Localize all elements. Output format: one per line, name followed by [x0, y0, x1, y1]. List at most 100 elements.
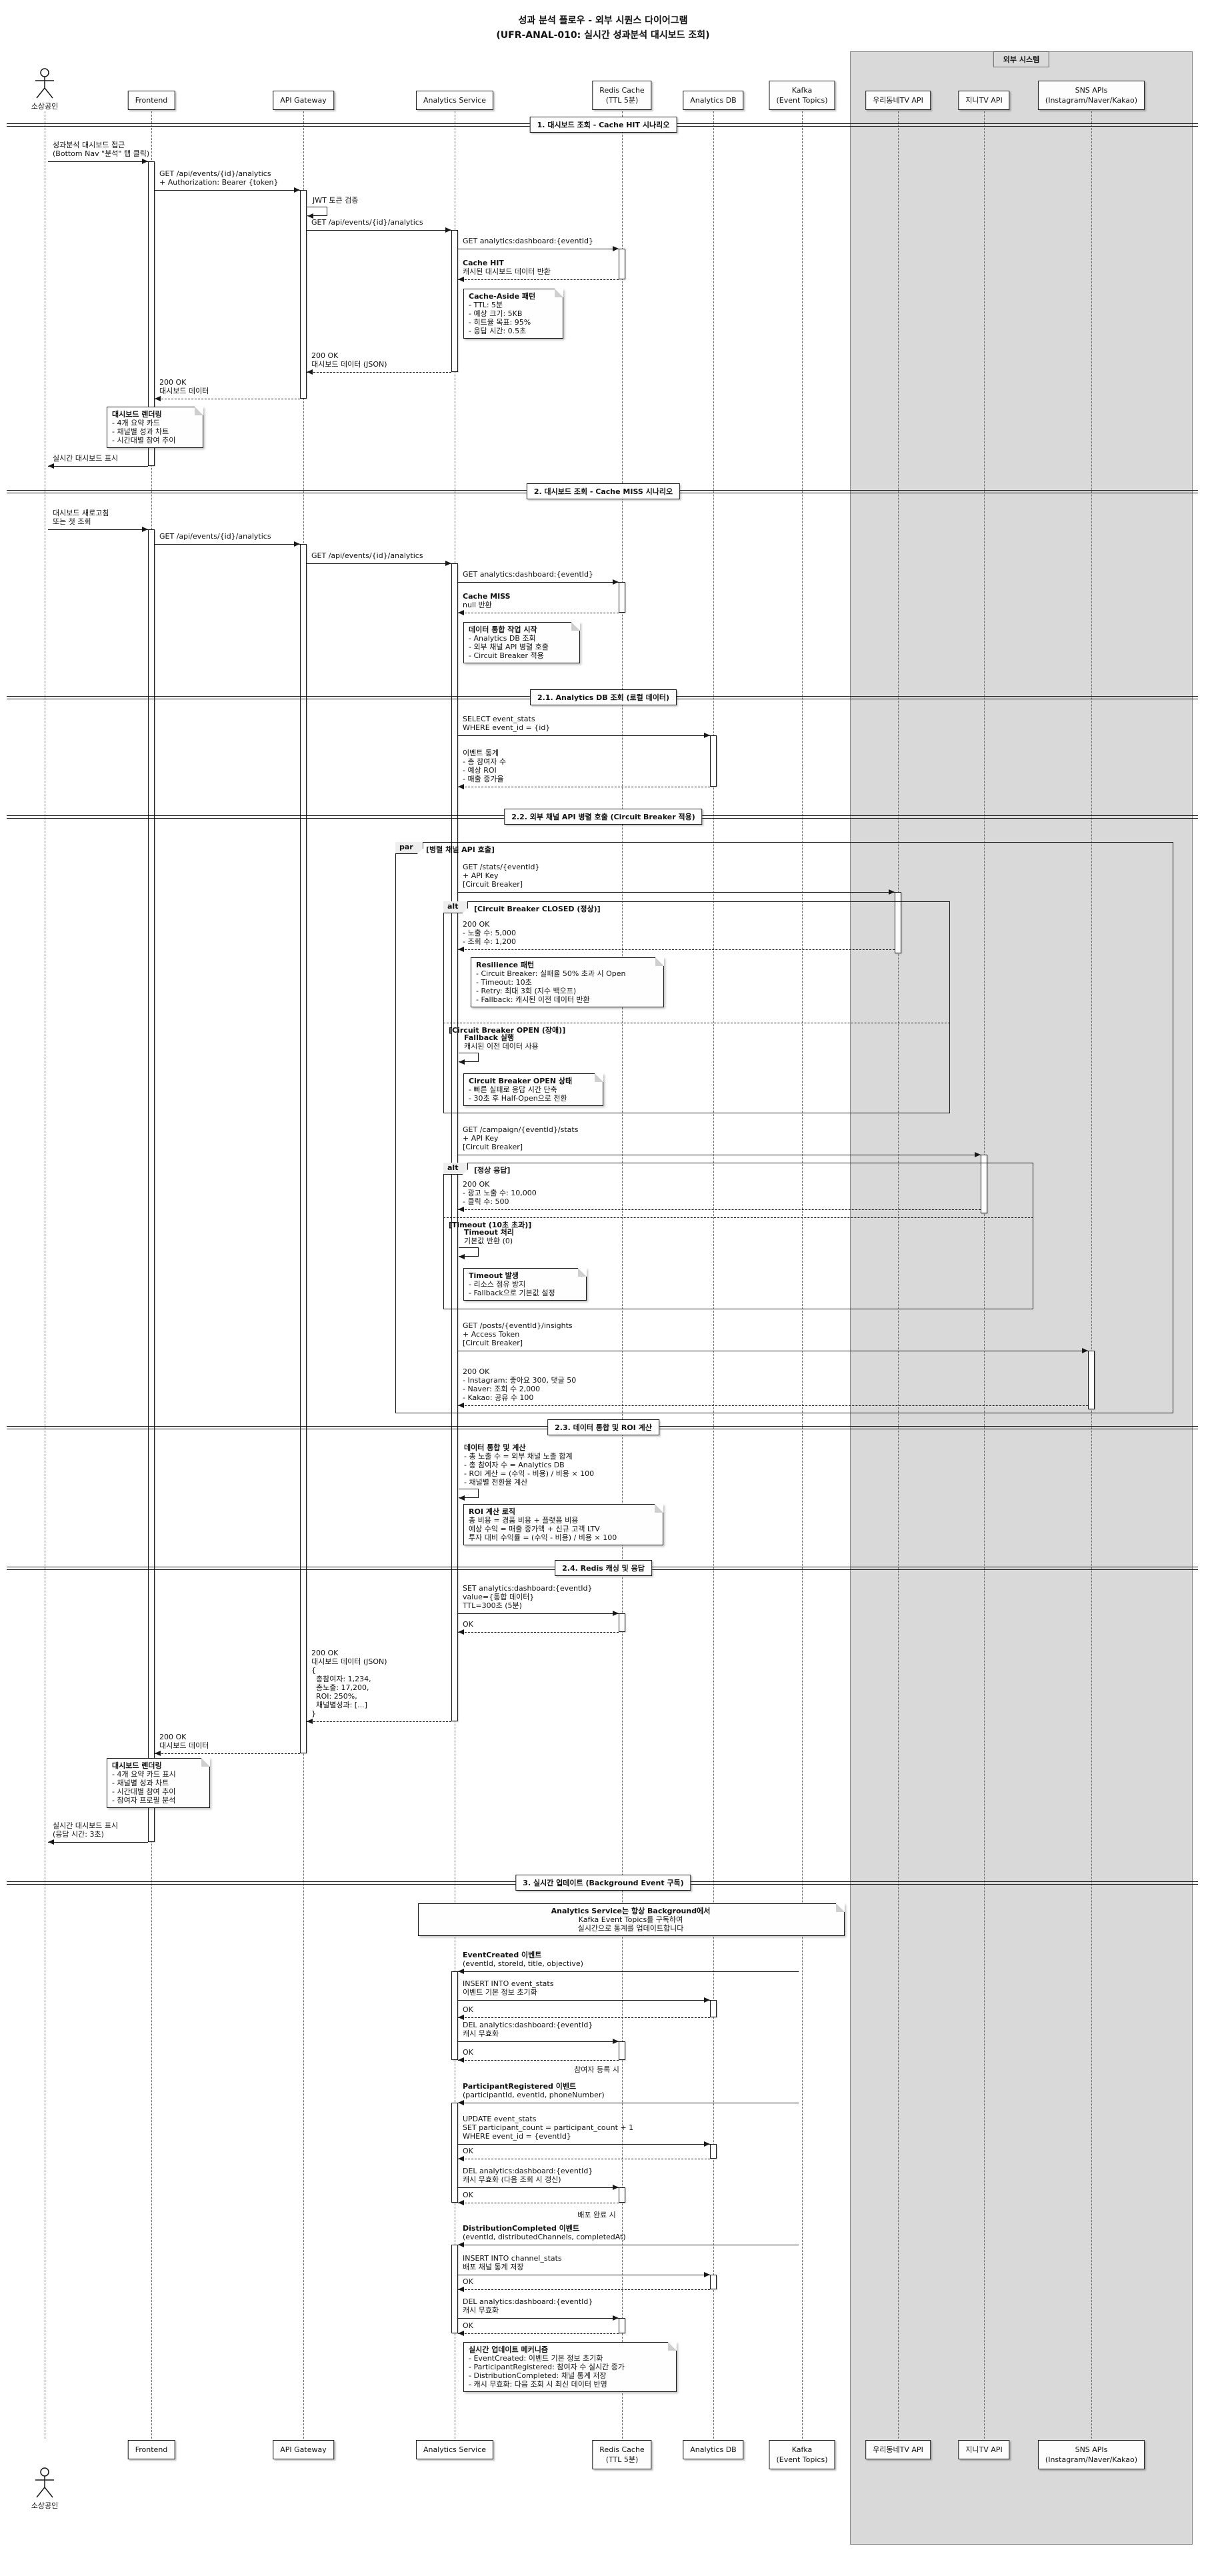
- lifeline-redis: [622, 111, 623, 2439]
- arrowhead: [458, 2242, 464, 2247]
- arrowhead: [1082, 1348, 1088, 1353]
- self-arrowhead: [459, 1059, 465, 1065]
- participant-frontend-bottom: Frontend: [127, 2440, 175, 2459]
- arrowhead: [613, 2039, 619, 2044]
- participant-genie-top: 지니TV API: [958, 91, 1010, 110]
- message-label: 200 OK 대시보드 데이터 (JSON): [311, 351, 387, 369]
- participant-redis-top: Redis Cache (TTL 5분): [592, 81, 652, 110]
- participant-frontend-top: Frontend: [127, 91, 175, 110]
- arrowhead: [704, 733, 710, 738]
- frame-condition: [Circuit Breaker CLOSED (정상)]: [474, 905, 601, 913]
- arrowhead: [458, 1629, 464, 1635]
- arrowhead: [975, 1152, 981, 1157]
- arrowhead: [613, 246, 619, 251]
- frame-tag-par: par: [395, 842, 423, 854]
- participant-woori-bottom: 우리동네TV API: [865, 2440, 931, 2459]
- note: 실시간 업데이트 메커니즘 - EventCreated: 이벤트 기본 정보 …: [463, 2342, 677, 2392]
- arrowhead: [155, 1751, 161, 1756]
- message-label: SELECT event_stats WHERE event_id = {id}: [463, 715, 551, 732]
- arrowhead: [458, 2156, 464, 2161]
- lifeline-db: [713, 111, 714, 2439]
- arrowhead: [704, 1997, 710, 2003]
- actor-label-user-top: 소상공인: [31, 102, 59, 111]
- message-label: 실시간 대시보드 표시 (응답 시간: 3초): [53, 1821, 119, 1839]
- message-line: [458, 582, 619, 583]
- arrowhead: [294, 541, 300, 547]
- message-line: [48, 161, 148, 162]
- message-line: [458, 279, 619, 280]
- section-divider-label: 3. 실시간 업데이트 (Background Event 구독): [515, 1875, 691, 1891]
- activation-redis: [619, 2318, 625, 2333]
- message-line: [458, 1405, 1088, 1406]
- message-line: [307, 372, 451, 373]
- frame-alt: [443, 1163, 1033, 1309]
- message-line: [458, 735, 710, 736]
- activation-db: [710, 2000, 717, 2017]
- arrowhead: [48, 463, 54, 469]
- frame-par: [395, 842, 1173, 1413]
- message-line: [458, 2187, 619, 2188]
- activation-analytics: [451, 563, 458, 1721]
- arrowhead: [704, 2272, 710, 2277]
- section-divider-label: 2. 대시보드 조회 - Cache MISS 시나리오: [526, 483, 681, 499]
- section-divider-label: 1. 대시보드 조회 - Cache HIT 시나리오: [529, 117, 677, 133]
- activation-frontend: [148, 529, 155, 1842]
- participant-redis-bottom: Redis Cache (TTL 5분): [592, 2440, 652, 2469]
- delay-label: 참여자 등록 시: [574, 2065, 619, 2074]
- arrowhead: [458, 1969, 464, 1974]
- participant-analytics-top: Analytics Service: [415, 91, 494, 110]
- message-label: OK: [463, 2321, 473, 2330]
- message-label: Cache HIT 캐시된 대시보드 데이터 반환: [463, 259, 551, 276]
- message-line: [458, 2144, 710, 2145]
- arrowhead: [613, 2185, 619, 2190]
- arrowhead: [889, 889, 895, 895]
- message-line: [155, 1753, 300, 1754]
- message-line: [48, 529, 148, 530]
- arrowhead: [445, 227, 451, 233]
- participant-db-top: Analytics DB: [683, 91, 744, 110]
- activation-redis: [619, 582, 625, 613]
- message-label: 성과분석 대시보드 접근 (Bottom Nav "분석" 탭 클릭): [53, 141, 150, 158]
- activation-analytics: [451, 2103, 458, 2203]
- message-line: [458, 1632, 619, 1633]
- self-message-label: Fallback 실행 캐시된 이전 데이터 사용: [464, 1033, 539, 1051]
- arrowhead: [458, 277, 464, 282]
- arrowhead: [458, 2057, 464, 2063]
- note: 대시보드 렌더링 - 4개 요약 카드 - 채널별 성과 차트 - 시간대별 참…: [107, 407, 203, 448]
- section-divider-label: 2.2. 외부 채널 API 병렬 호출 (Circuit Breaker 적용…: [504, 809, 703, 825]
- alt-else-label: [Circuit Breaker OPEN (장애)]: [449, 1026, 566, 1035]
- participant-kafka-bottom: Kafka (Event Topics): [769, 2440, 835, 2469]
- arrowhead: [458, 947, 464, 952]
- activation-redis: [619, 2041, 625, 2060]
- message-label: SET analytics:dashboard:{eventId} value=…: [463, 1584, 593, 1610]
- note: Resilience 패턴 - Circuit Breaker: 실패율 50%…: [471, 957, 664, 1007]
- arrowhead: [458, 2200, 464, 2205]
- activation-sns: [1088, 1351, 1095, 1409]
- section-divider-label: 2.1. Analytics DB 조회 (로컬 데이터): [529, 689, 677, 705]
- activation-db: [710, 2275, 717, 2289]
- lifeline-woori: [898, 111, 899, 2439]
- message-label: DistributionCompleted 이벤트 (eventId, dist…: [463, 2224, 626, 2241]
- note: 대시보드 렌더링 - 4개 요약 카드 표시 - 채널별 성과 차트 - 시간대…: [107, 1758, 210, 1808]
- arrowhead: [458, 2100, 464, 2105]
- message-label: 200 OK 대시보드 데이터: [159, 1733, 209, 1750]
- message-label: OK: [463, 2191, 473, 2199]
- message-label: OK: [463, 2277, 473, 2286]
- message-label: 이벤트 통계 - 총 참여자 수 - 예상 ROI - 매출 증가율: [463, 749, 507, 783]
- message-label: 200 OK - Instagram: 좋아요 300, 댓글 50 - Nav…: [463, 1367, 577, 1402]
- message-label: UPDATE event_stats SET participant_count…: [463, 2115, 634, 2141]
- arrowhead: [458, 610, 464, 615]
- participant-gateway-top: API Gateway: [273, 91, 334, 110]
- message-label: INSERT INTO channel_stats 배포 채널 통계 저장: [463, 2254, 562, 2271]
- arrowhead: [613, 2315, 619, 2321]
- participant-db-bottom: Analytics DB: [683, 2440, 744, 2459]
- activation-gateway: [300, 544, 307, 1753]
- external-systems-frame: [850, 51, 1193, 2545]
- message-label: 200 OK - 광고 노출 수: 10,000 - 클릭 수: 500: [463, 1180, 537, 1206]
- activation-woori: [895, 892, 901, 953]
- frame-tag-alt: alt: [443, 901, 468, 913]
- message-label: EventCreated 이벤트 (eventId, storeId, titl…: [463, 1951, 583, 1968]
- arrowhead: [142, 159, 148, 164]
- message-label: GET /api/events/{id}/analytics: [311, 551, 423, 560]
